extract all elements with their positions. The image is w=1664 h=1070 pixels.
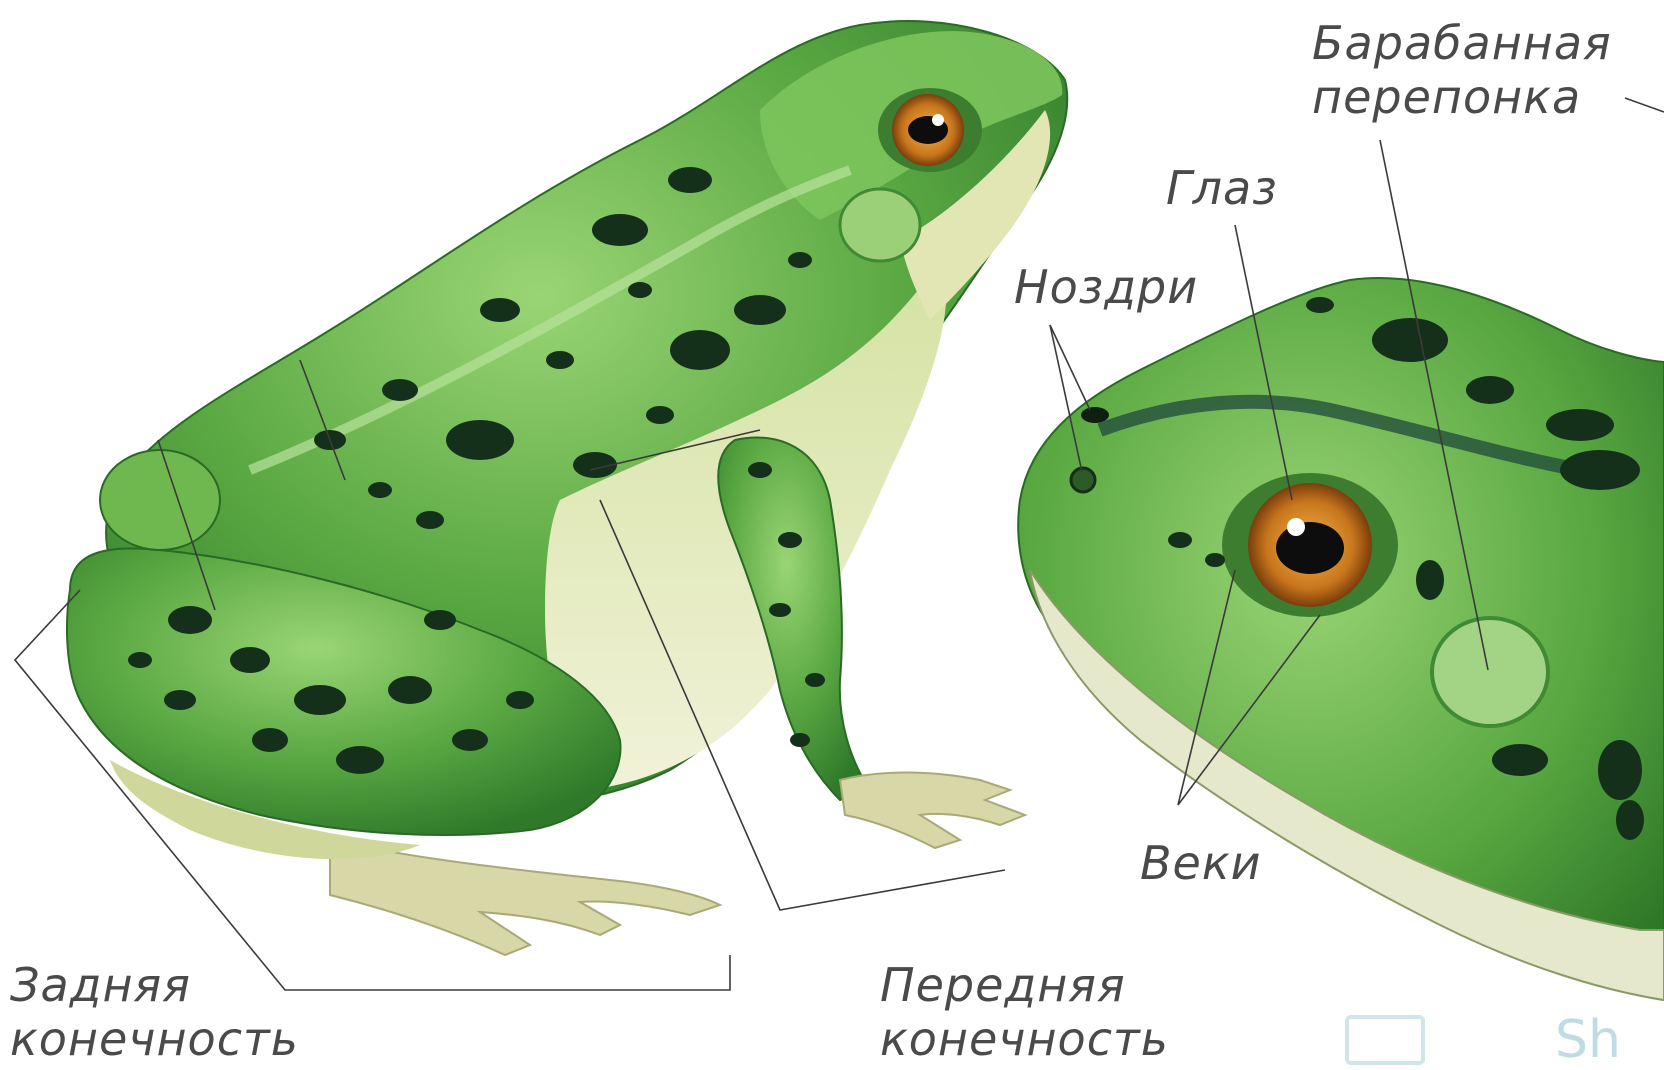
- label-tympanum-line1: Барабанная: [1312, 18, 1612, 68]
- leader-nostrils-1: [1050, 325, 1090, 410]
- knee: [100, 450, 220, 550]
- hind-foot: [330, 840, 720, 955]
- leader-tympanum-right: [1625, 98, 1664, 112]
- frog-head-closeup: [1018, 278, 1664, 1000]
- closeup-head: [1018, 278, 1664, 1000]
- tympanum-closeup: [1432, 618, 1548, 726]
- tympanum-left-frog: [840, 189, 920, 261]
- front-foot: [840, 773, 1025, 849]
- label-tympanum-line2: перепонка: [1312, 72, 1581, 122]
- eye-closeup: [1222, 473, 1398, 617]
- eye-left-frog: [878, 88, 982, 172]
- label-fore-limb-line1: Передняя: [880, 960, 1126, 1010]
- nostril-1: [1081, 407, 1109, 423]
- label-fore-limb-line2: конечность: [880, 1014, 1169, 1064]
- watermark-logo-icon: [1345, 1015, 1425, 1065]
- nostril-2: [1071, 468, 1095, 492]
- label-hind-limb-line1: Задняя: [10, 960, 191, 1010]
- label-nostrils: Ноздри: [1014, 262, 1198, 312]
- label-eyelids: Веки: [1140, 838, 1262, 888]
- label-hind-limb-line2: конечность: [10, 1014, 299, 1064]
- watermark-text: Sh: [1555, 1010, 1621, 1070]
- frog-full-body: [67, 21, 1067, 955]
- label-eye: Глаз: [1166, 163, 1278, 213]
